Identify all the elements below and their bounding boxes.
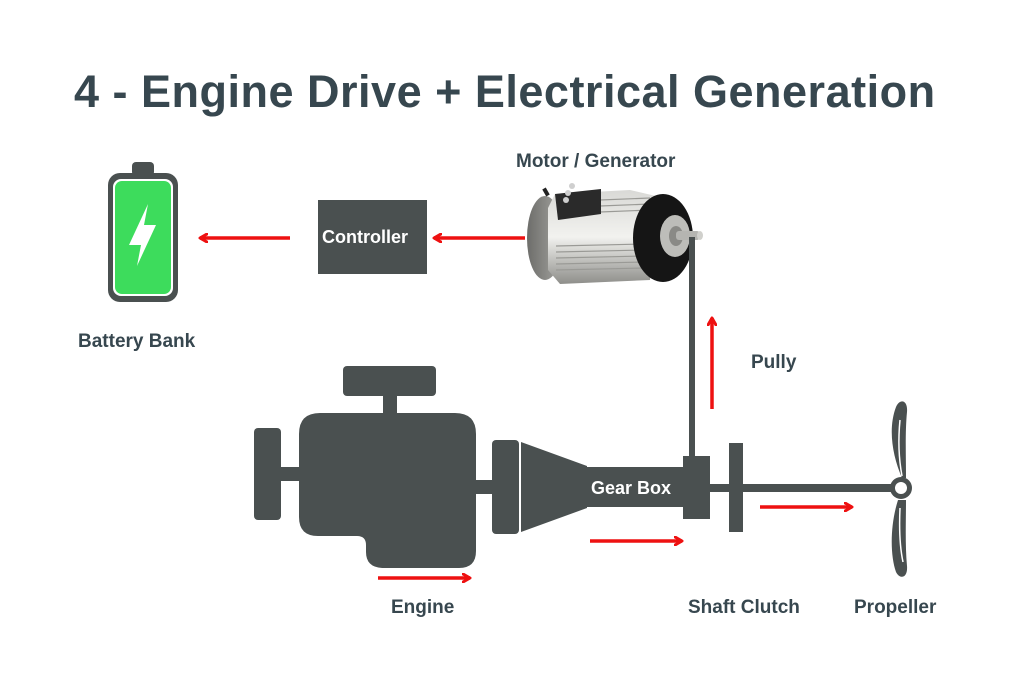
shaft-clutch-plate bbox=[729, 443, 743, 532]
propeller-label: Propeller bbox=[854, 597, 937, 618]
engine-icon bbox=[254, 366, 587, 568]
battery-bank-label: Battery Bank bbox=[78, 331, 196, 352]
diagram-title: 4 - Engine Drive + Electrical Generation bbox=[74, 66, 936, 117]
gearbox-box bbox=[587, 467, 684, 507]
controller-label: Controller bbox=[322, 227, 409, 247]
propeller-shaft bbox=[708, 484, 900, 492]
pulley-block bbox=[683, 456, 710, 519]
electric-motor-icon bbox=[527, 183, 703, 284]
motor-generator-label: Motor / Generator bbox=[516, 151, 676, 172]
pulley-belt bbox=[689, 237, 695, 457]
controller-box bbox=[318, 200, 427, 274]
battery-charging-icon bbox=[108, 162, 178, 302]
propeller-icon bbox=[890, 401, 912, 577]
shaft-clutch-label: Shaft Clutch bbox=[688, 597, 800, 618]
gearbox-label: Gear Box bbox=[591, 478, 672, 498]
pulley-label: Pully bbox=[751, 352, 797, 373]
lightning-bolt-icon bbox=[129, 204, 156, 266]
engine-label: Engine bbox=[391, 597, 455, 618]
